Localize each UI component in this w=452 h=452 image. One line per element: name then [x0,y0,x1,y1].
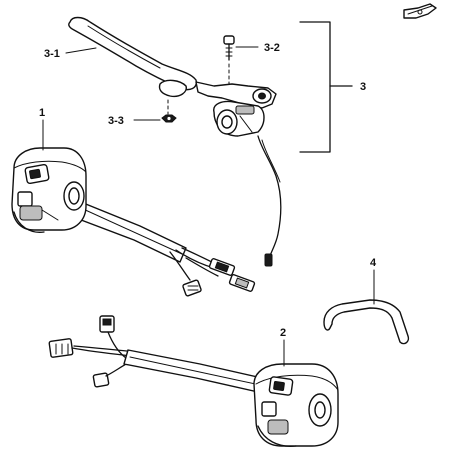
callout-2: 2 [280,327,286,339]
right-harness [123,349,263,393]
callout-1: 1 [39,107,45,119]
left-connectors [169,247,256,297]
brake-lever [68,16,197,98]
right-connectors [48,315,137,388]
right-switch-housing [253,363,339,447]
lock-nut [161,99,177,123]
bracket-wire [257,135,282,267]
pivot-bolt [223,35,235,85]
leader-lines [42,46,375,367]
left-switch-assembly [11,147,256,297]
callout-3-2: 3-2 [264,42,280,54]
right-switch-assembly [48,315,339,447]
callout-4: 4 [370,257,377,269]
left-switch-housing [11,147,87,233]
wire-guide-bracket [323,299,410,345]
corner-fragment [403,3,437,19]
callout-3-3: 3-3 [108,115,124,127]
lever-bracket [195,81,277,137]
callout-3-1: 3-1 [44,48,60,60]
assembly-bracket-line [299,21,331,153]
lever-assembly [68,16,353,267]
callout-3: 3 [360,81,366,93]
